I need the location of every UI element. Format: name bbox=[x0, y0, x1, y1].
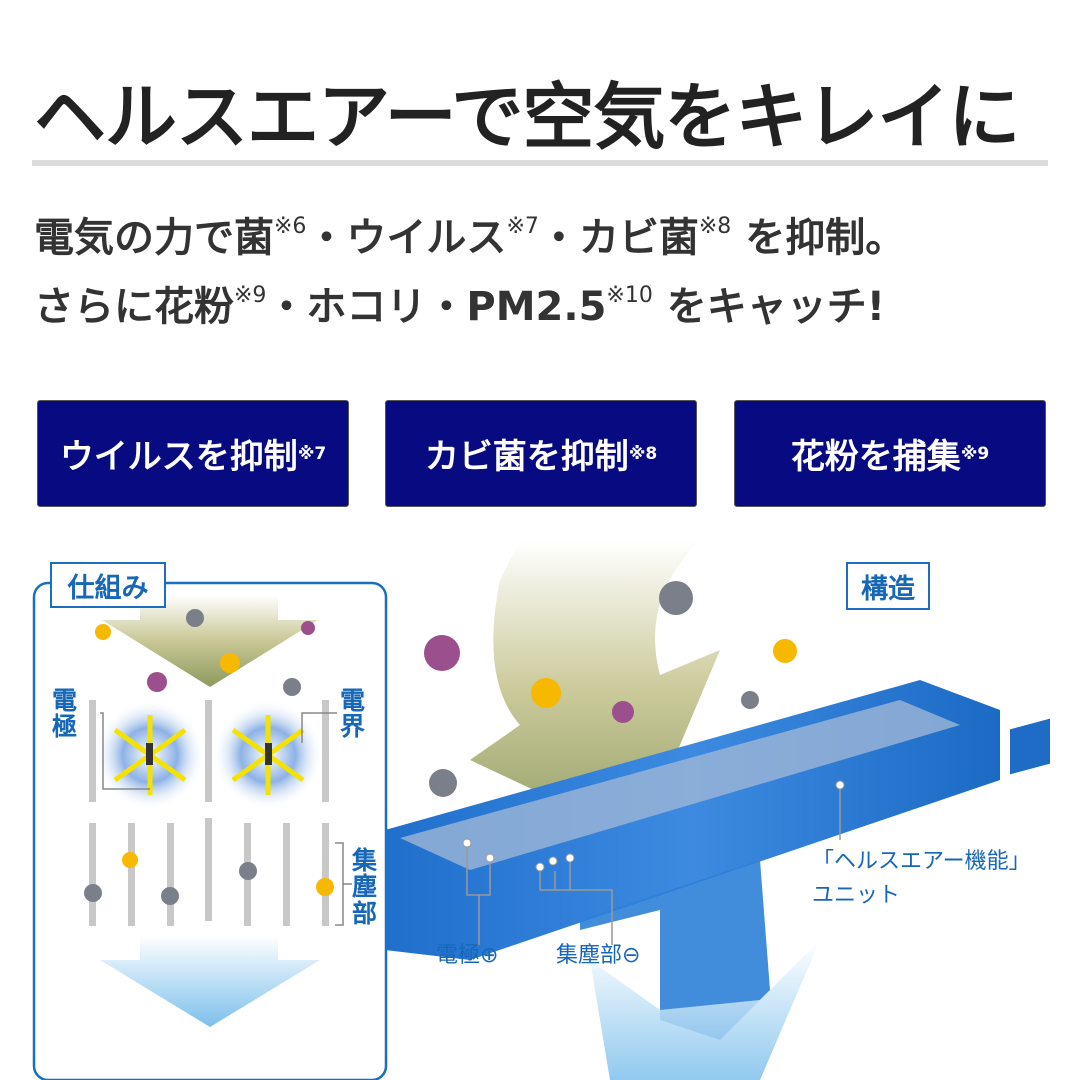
electrode-plus-label: 電極⊕ bbox=[436, 943, 499, 968]
dust-icon bbox=[84, 581, 759, 905]
electric-field-label: 電界 bbox=[340, 686, 366, 742]
air-out-arrow bbox=[590, 940, 820, 1080]
footnote-mark: ※6 bbox=[274, 214, 307, 239]
lightning-icon bbox=[113, 715, 305, 795]
diagram-illustration bbox=[32, 540, 1050, 1080]
subtitle-line-1: 電気の力で菌※6・ウイルス※7・カビ菌※8 を抑制。 bbox=[34, 205, 905, 263]
subtitle-text: ・ホコリ・PM2.5 bbox=[266, 284, 607, 330]
footnote-mark: ※9 bbox=[960, 443, 990, 464]
unit-label-line-2: ユニット bbox=[812, 883, 901, 908]
subtitle-text: ・カビ菌 bbox=[538, 215, 699, 261]
air-in-arrow bbox=[102, 595, 318, 687]
collector-minus-label: 集塵部⊖ bbox=[556, 943, 641, 968]
pollen-icon bbox=[95, 624, 797, 896]
virus-icon bbox=[147, 621, 634, 723]
page-title: ヘルスエアーで空気をキレイに bbox=[34, 75, 1020, 159]
subtitle-line-2: さらに花粉※9・ホコリ・PM2.5※10 をキャッチ! bbox=[34, 274, 885, 332]
collector-label: 集塵部 bbox=[352, 846, 378, 928]
feature-badge-mold: カビ菌を抑制※8 bbox=[385, 400, 697, 507]
feature-badge-virus: ウイルスを抑制※7 bbox=[37, 400, 349, 507]
structure-tag: 構造 bbox=[846, 562, 930, 610]
feature-badge-pollen: 花粉を捕集※9 bbox=[734, 400, 1046, 507]
subtitle-text: ・ウイルス bbox=[306, 215, 507, 261]
unit-label-line-1: 「ヘルスエアー機能」 bbox=[812, 849, 1031, 874]
air-out-arrow bbox=[100, 935, 320, 1027]
feature-label: カビ菌を抑制 bbox=[424, 437, 629, 477]
feature-label: ウイルスを抑制 bbox=[59, 437, 298, 477]
footnote-mark: ※9 bbox=[234, 283, 267, 308]
divider bbox=[32, 160, 1048, 166]
subtitle-text: をキャッチ! bbox=[652, 284, 886, 330]
subtitle-text: を抑制。 bbox=[731, 215, 906, 261]
subtitle-text: さらに花粉 bbox=[34, 284, 234, 330]
feature-label: 花粉を捕集 bbox=[790, 437, 961, 477]
subtitle-text: 電気の力で菌 bbox=[34, 215, 274, 261]
footnote-mark: ※7 bbox=[297, 443, 327, 464]
electrode-label: 電極 bbox=[52, 686, 78, 742]
footnote-mark: ※10 bbox=[606, 283, 653, 308]
footnote-mark: ※8 bbox=[628, 443, 658, 464]
footnote-mark: ※7 bbox=[506, 214, 539, 239]
footnote-mark: ※8 bbox=[698, 214, 732, 239]
mechanism-tag: 仕組み bbox=[50, 562, 166, 608]
